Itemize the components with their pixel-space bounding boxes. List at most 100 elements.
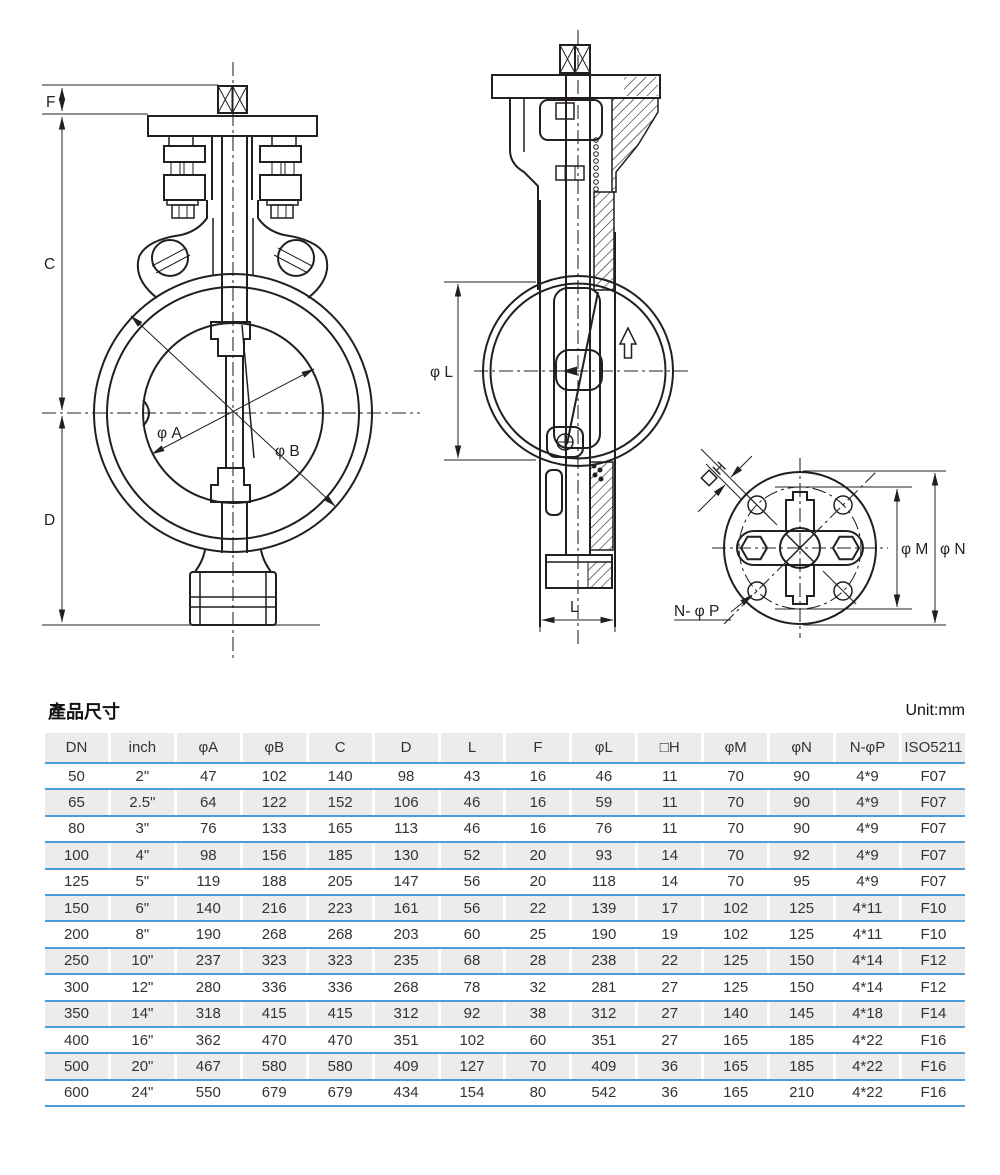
flange-view: φ M φ N H N- φ P (674, 448, 966, 638)
dim-label-square-h: H (710, 459, 730, 479)
table-cell: 56 (463, 873, 481, 891)
table-cell: 415 (308, 1001, 372, 1026)
column-header: φB (242, 733, 306, 762)
table-cell: 223 (308, 895, 372, 921)
table-cell: 550 (195, 1084, 221, 1102)
table-cell: 102 (723, 926, 749, 944)
table-cell: 140 (704, 1001, 768, 1026)
dim-label-phi-n: φ N (940, 541, 966, 558)
table-cell: 102 (704, 895, 768, 921)
table-cell: 323 (308, 948, 372, 974)
table-cell: 281 (591, 978, 617, 996)
table-cell: 4*22 (852, 1084, 883, 1102)
table-cell: 600 (63, 1084, 89, 1102)
table-cell: 125 (723, 978, 749, 996)
table-cell: F16 (901, 1054, 965, 1079)
dim-label-c: C (44, 256, 55, 273)
table-cell: 139 (572, 895, 636, 921)
column-header: D (374, 733, 438, 762)
table-cell: 190 (195, 926, 221, 944)
table-cell: 10" (110, 948, 174, 974)
table-cell: 50 (68, 767, 85, 785)
table-cell: 300 (63, 978, 89, 996)
table-cell: 59 (572, 790, 636, 815)
table-cell: 312 (572, 1001, 636, 1026)
table-cell: 188 (261, 873, 287, 891)
table-cell: 154 (459, 1084, 485, 1102)
table-cell: 580 (308, 1054, 372, 1079)
table-cell: 119 (196, 873, 221, 891)
column-header: L (440, 733, 504, 762)
table-cell: 268 (327, 926, 353, 944)
table-cell: 165 (723, 1031, 749, 1049)
dim-label-phi-m: φ M (901, 541, 928, 558)
square-h-dim-label: H (700, 459, 730, 487)
table-cell: 580 (242, 1054, 306, 1079)
table-cell: 22 (506, 895, 570, 921)
table-cell: 470 (261, 1031, 287, 1049)
table-cell: 362 (195, 1031, 221, 1049)
table-cell: 280 (195, 978, 221, 996)
table-cell: 336 (261, 978, 287, 996)
table-cell: 19 (661, 926, 679, 944)
table-cell: 70 (704, 790, 768, 815)
table-cell: 100 (45, 843, 108, 868)
table-cell: 113 (394, 820, 419, 838)
table-cell: 11 (661, 767, 678, 785)
table-cell: 312 (374, 1001, 438, 1026)
table-cell: 679 (327, 1084, 353, 1102)
table-cell: 130 (374, 843, 438, 868)
table-cell: 409 (572, 1054, 636, 1079)
table-cell: 4*9 (856, 767, 879, 785)
table-cell: 16" (131, 1031, 154, 1049)
table-cell: F16 (920, 1031, 947, 1049)
table-cell: 3" (135, 820, 150, 838)
table-cell: 336 (327, 978, 353, 996)
table-cell: 351 (393, 1031, 419, 1049)
column-header: φL (572, 733, 636, 762)
table-cell: 22 (638, 948, 702, 974)
table-cell: 323 (242, 948, 306, 974)
table-cell: 190 (591, 926, 617, 944)
table-cell: 4*18 (836, 1001, 899, 1026)
table-cell: 70 (704, 843, 768, 868)
table-cell: 4" (110, 843, 174, 868)
table-cell: 185 (770, 1054, 834, 1079)
side-view: φ L L (430, 30, 690, 648)
table-cell: 32 (529, 978, 547, 996)
table-cell: 64 (176, 790, 240, 815)
column-header: φA (176, 733, 240, 762)
table-cell: 78 (463, 978, 481, 996)
table-cell: 5" (135, 873, 150, 891)
table-cell: 140 (327, 767, 353, 785)
dim-label-f: F (46, 94, 55, 111)
table-cell: 500 (45, 1054, 108, 1079)
column-header: ISO5211 (901, 733, 965, 762)
table-cell: 60 (529, 1031, 547, 1049)
table-cell: 70 (727, 767, 745, 785)
table-cell: 542 (591, 1084, 617, 1102)
table-cell: 14 (661, 873, 679, 891)
table-cell: 38 (506, 1001, 570, 1026)
table-cell: F07 (901, 790, 965, 815)
table-cell: 47 (199, 767, 217, 785)
front-view: F C D (42, 62, 420, 660)
table-cell: 185 (789, 1031, 815, 1049)
table-cell: 235 (374, 948, 438, 974)
table-cell: 140 (176, 895, 240, 921)
table-cell: 147 (393, 873, 419, 891)
table-cell: 17 (638, 895, 702, 921)
table-cell: 200 (63, 926, 89, 944)
